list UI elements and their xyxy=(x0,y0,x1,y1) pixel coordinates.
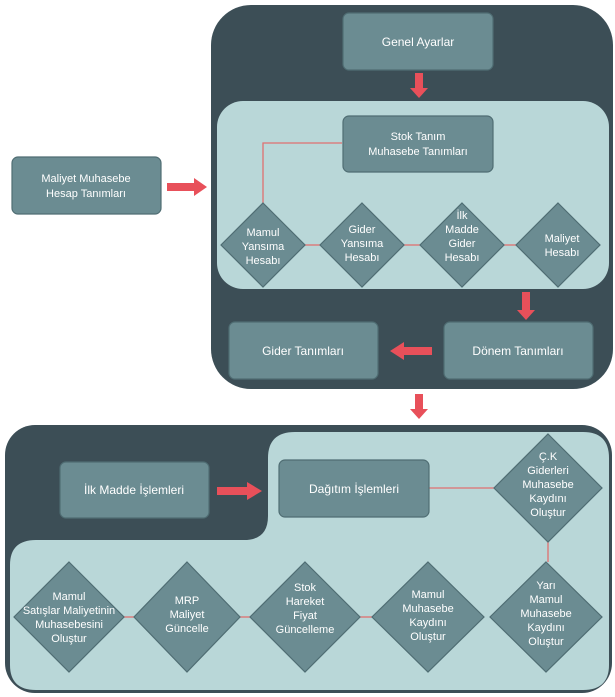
ilk-madde-gider-label-3: Gider xyxy=(449,238,476,250)
maliyet-muhasebe-box xyxy=(11,156,162,215)
gider-yansima-label-1: Gider xyxy=(349,224,376,236)
ck-giderleri-label-4: Kaydını xyxy=(529,493,566,505)
maliyet-muhasebe-label: Maliyet Muhasebe xyxy=(41,173,130,185)
ck-giderleri-label-5: Oluştur xyxy=(530,507,566,519)
diamond-nodes: Mamul Yansıma Hesabı Gider Yansıma Hesab… xyxy=(13,202,603,673)
yari-mamul-diamond xyxy=(489,561,603,673)
stok-tanim-label: Stok Tanım xyxy=(391,131,446,143)
ck-giderleri-label-1: Ç.K xyxy=(539,451,558,463)
connector-stok-to-mamul xyxy=(262,142,342,203)
ilk-madde-islemleri-label: İlk Madde İşlemleri xyxy=(84,483,184,497)
ilk-madde-gider-label-1: İlk xyxy=(457,209,469,222)
arrow-down-light-panel xyxy=(517,292,535,320)
maliyet-hesabi-diamond xyxy=(515,202,601,288)
mamul-muhasebe-label-1: Mamul xyxy=(411,589,444,601)
mrp-maliyet-label-1: MRP xyxy=(175,595,199,607)
stok-hareket-diamond xyxy=(249,561,361,673)
mrp-maliyet-diamond xyxy=(133,561,241,673)
arrow-right-maliyet xyxy=(167,178,207,196)
stok-hareket-label-4: Güncelleme xyxy=(276,624,335,636)
maliyet-muhasebe-label-2: Hesap Tanımları xyxy=(46,188,126,200)
stok-hareket-label-3: Fiyat xyxy=(293,610,317,622)
mamul-satislar-label-1: Mamul xyxy=(52,591,85,603)
genel-ayarlar-label: Genel Ayarlar xyxy=(382,35,455,49)
yari-mamul-label-5: Oluştur xyxy=(528,636,564,648)
yari-mamul-label-4: Kaydını xyxy=(527,622,564,634)
stok-hareket-label-2: Hareket xyxy=(286,596,325,608)
ck-giderleri-diamond xyxy=(493,433,603,543)
arrow-left-donem xyxy=(390,342,432,360)
mamul-muhasebe-label-3: Kaydını xyxy=(409,617,446,629)
genel-ayarlar-box xyxy=(342,12,494,71)
dagitim-islemleri-box xyxy=(278,459,430,518)
yari-mamul-label-1: Yarı xyxy=(536,580,555,592)
ck-giderleri-label-3: Muhasebe xyxy=(522,479,573,491)
mamul-yansima-diamond xyxy=(220,202,306,288)
mamul-yansima-label-3: Hesabı xyxy=(246,255,281,267)
mamul-yansima-label-2: Yansıma xyxy=(242,241,285,253)
donem-tanimlari-box xyxy=(443,321,594,380)
arrow-down-genel xyxy=(410,73,428,98)
mamul-satislar-label-3: Muhasebesini xyxy=(35,619,103,631)
gider-yansima-diamond xyxy=(319,202,405,288)
stok-tanim-label-2: Muhasebe Tanımları xyxy=(368,146,467,158)
mamul-satislar-label-2: Satışlar Maliyetinin xyxy=(23,605,115,617)
top-light-panel xyxy=(217,101,609,289)
arrow-down-between-panels xyxy=(410,394,428,419)
block-arrows xyxy=(167,73,535,500)
maliyet-hesabi-label-1: Maliyet xyxy=(545,233,580,245)
yari-mamul-label-3: Muhasebe xyxy=(520,608,571,620)
mamul-muhasebe-label-4: Oluştur xyxy=(410,631,446,643)
ck-giderleri-label-2: Giderleri xyxy=(527,465,569,477)
ilk-madde-gider-label-2: Madde xyxy=(445,224,479,236)
mamul-satislar-label-4: Oluştur xyxy=(51,633,87,645)
ilk-madde-gider-label-4: Hesabı xyxy=(445,252,480,264)
mamul-satislar-diamond xyxy=(13,561,125,673)
mamul-yansima-label-1: Mamul xyxy=(246,227,279,239)
arrow-right-ilk-madde xyxy=(217,482,262,500)
dagitim-islemleri-label: Dağıtım İşlemleri xyxy=(309,482,399,496)
gider-yansima-label-2: Yansıma xyxy=(341,238,384,250)
mamul-muhasebe-label-2: Muhasebe xyxy=(402,603,453,615)
gider-tanimlari-label: Gider Tanımları xyxy=(262,344,344,358)
mrp-maliyet-label-2: Maliyet xyxy=(170,609,205,621)
ilk-madde-gider-diamond xyxy=(419,202,505,288)
stok-tanim-box xyxy=(342,115,494,173)
donem-tanimlari-label: Dönem Tanımları xyxy=(472,344,563,358)
rect-nodes: Genel Ayarlar Stok Tanım Muhasebe Tanıml… xyxy=(11,12,594,519)
mamul-muhasebe-diamond xyxy=(371,561,485,673)
gider-tanimlari-box xyxy=(228,321,379,380)
maliyet-hesabi-label-2: Hesabı xyxy=(545,247,580,259)
mrp-maliyet-label-3: Güncelle xyxy=(165,623,208,635)
stok-hareket-label-1: Stok xyxy=(294,582,317,594)
yari-mamul-label-2: Mamul xyxy=(529,594,562,606)
gider-yansima-label-3: Hesabı xyxy=(345,252,380,264)
ilk-madde-islemleri-box xyxy=(59,461,210,519)
